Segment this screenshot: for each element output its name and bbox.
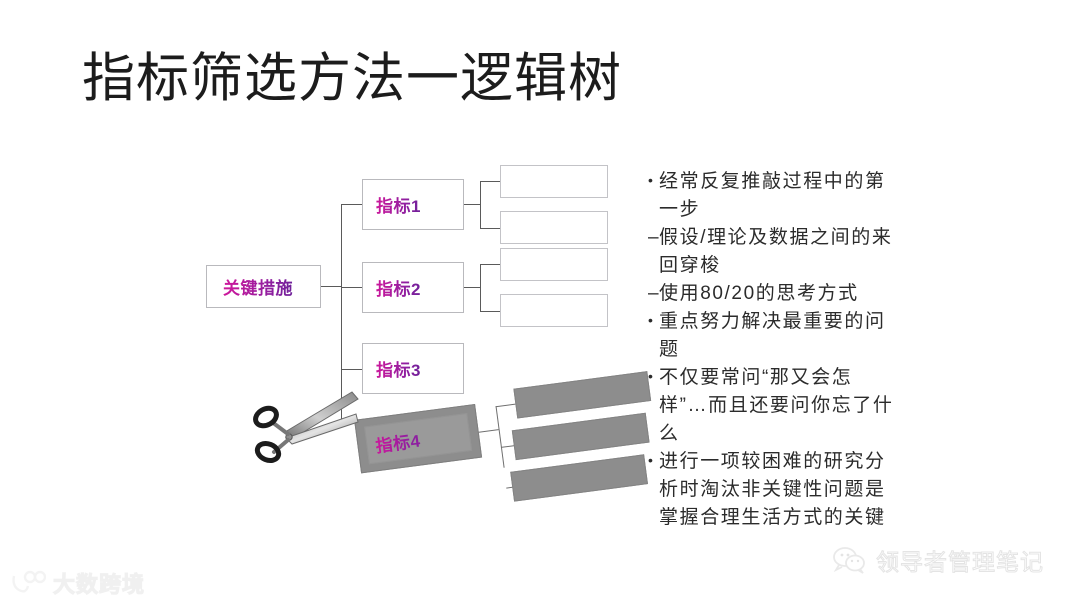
connector-k2-out: [464, 287, 480, 288]
tree-node-branch-1-label: 指标1: [363, 192, 421, 217]
tree-leaf-1b[interactable]: [500, 211, 608, 244]
connector-root-out: [321, 286, 341, 287]
connector-to-k1: [341, 204, 362, 205]
connector-k2-spine: [480, 264, 481, 311]
bullet-item-1: 经常反复推敲过程中的第一步: [648, 166, 898, 224]
tree-node-root-label: 关键措施: [207, 274, 293, 299]
connector-k2-leaf-a: [480, 264, 500, 265]
connector-k2-leaf-b: [480, 311, 500, 312]
connector-to-k3: [341, 369, 362, 370]
tree-leaf-2b[interactable]: [500, 294, 608, 327]
tree-node-root[interactable]: 关键措施: [206, 265, 321, 308]
connector-k1-leaf-a: [480, 181, 500, 182]
connector-k4-leaf-b: [500, 445, 515, 448]
tree-node-branch-1[interactable]: 指标1: [362, 179, 464, 230]
scissors-icon: [253, 391, 359, 463]
connector-k4-leaf-a: [495, 403, 516, 408]
connector-k1-spine: [480, 181, 481, 228]
tree-node-branch-3-label: 指标3: [363, 356, 421, 381]
bullet-item-6: 进行一项较困难的研究分析时淘汰非关键性问题是掌握合理生活方式的关键: [648, 446, 898, 532]
logo-icon: [12, 570, 46, 593]
bullet-item-5: 不仅要常问“那又会怎样”…而且还要问你忘了什么: [648, 362, 898, 448]
watermark-left: 大数跨境: [10, 567, 145, 599]
tree-node-branch-2[interactable]: 指标2: [362, 262, 464, 313]
watermark-right-text: 领导者管理笔记: [876, 549, 1044, 576]
connector-k1-leaf-b: [480, 228, 500, 229]
watermark-right: 领导者管理笔记: [832, 543, 1044, 577]
tree-leaf-1a[interactable]: [500, 165, 608, 198]
bullet-item-4: 重点努力解决最重要的问题: [648, 306, 898, 364]
connector-to-k2: [341, 287, 362, 288]
bullet-item-2: 假设/理论及数据之间的来回穿梭: [648, 224, 898, 280]
watermark-left-text: 大数跨境: [52, 572, 146, 598]
tree-node-branch-2-label: 指标2: [363, 275, 421, 300]
connector-k4-out: [478, 429, 499, 433]
tree-leaf-4a[interactable]: [513, 371, 652, 419]
notes-bullet-list: 经常反复推敲过程中的第一步 假设/理论及数据之间的来回穿梭 使用80/20的思考…: [648, 166, 898, 532]
tree-leaf-4c[interactable]: [510, 454, 648, 502]
bullet-item-3: 使用80/20的思考方式: [648, 280, 898, 308]
connector-trunk: [341, 204, 342, 422]
tree-leaf-4b[interactable]: [511, 412, 650, 461]
tree-leaf-2a[interactable]: [500, 248, 608, 281]
tree-node-branch-3[interactable]: 指标3: [362, 343, 464, 394]
tree-node-branch-4[interactable]: 指标4: [354, 403, 483, 474]
page-title: 指标筛选方法一逻辑树: [82, 49, 622, 108]
wechat-icon: [833, 547, 865, 574]
connector-k4-spine: [495, 406, 505, 468]
connector-k1-out: [464, 204, 480, 205]
